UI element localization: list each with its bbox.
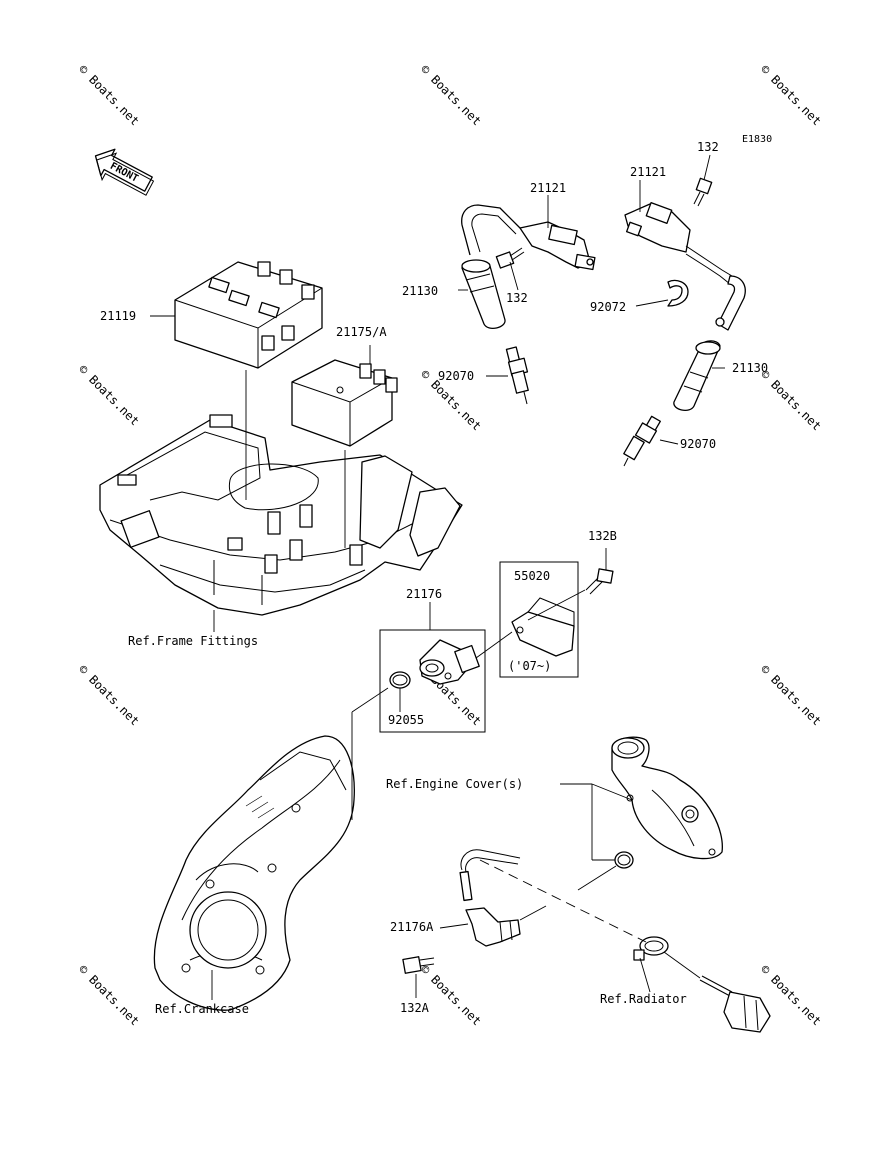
label-132B: 132B (588, 529, 617, 543)
engine-cover (611, 736, 723, 860)
diagram-code: E1830 (742, 134, 772, 145)
o-ring-cover (614, 851, 634, 869)
plug-cap-right (673, 340, 721, 412)
regulator-module (291, 359, 398, 447)
watermark: © Boats.net (76, 662, 142, 728)
ref-radiator: Ref.Radiator (600, 992, 687, 1006)
label-21121-right: 21121 (630, 165, 666, 179)
watermark: © Boats.net (76, 62, 142, 128)
radiator-connector (699, 975, 771, 1033)
front-arrow-icon: FRONT (94, 148, 155, 196)
spark-plug-left (505, 346, 529, 405)
label-21130-left: 21130 (402, 284, 438, 298)
watermark: © Boats.net (758, 662, 824, 728)
bolt-132-left (495, 247, 525, 269)
bolt-132B (585, 568, 614, 595)
label-132-left: 132 (506, 291, 528, 305)
frame-tray (99, 414, 463, 616)
clamp-92072 (667, 279, 689, 307)
spark-plug-right (623, 415, 661, 467)
watermark: © Boats.net (418, 962, 484, 1028)
label-21175A: 21175/A (336, 325, 387, 339)
label-21176A: 21176A (390, 920, 434, 934)
bracket-55020 (511, 597, 575, 657)
label-07: ('07~) (508, 659, 551, 673)
label-92070-left: 92070 (438, 369, 474, 383)
watermark: © Boats.net (76, 962, 142, 1028)
watermark-strong: © Boats.net (76, 362, 142, 428)
plug-cap-left (461, 259, 506, 330)
label-92055: 92055 (388, 713, 424, 727)
watermark: © Boats.net (758, 367, 824, 433)
label-132-right: 132 (697, 140, 719, 154)
crank-sensor-21176 (419, 639, 480, 685)
label-132A: 132A (400, 1001, 430, 1015)
o-ring-92055 (389, 671, 411, 689)
label-21119: 21119 (100, 309, 136, 323)
label-92072: 92072 (590, 300, 626, 314)
watermark: © Boats.net (758, 62, 824, 128)
ignition-coil-right (624, 202, 746, 331)
watermark: © Boats.net (76, 362, 142, 428)
label-21130-right: 21130 (732, 361, 768, 375)
ignition-coil-left (461, 204, 596, 271)
ecu-module (174, 261, 323, 369)
label-21121-left: 21121 (530, 181, 566, 195)
ref-engine-cover: Ref.Engine Cover(s) (386, 777, 523, 791)
part-labels: 21119 21175/A 21121 132 21130 92070 132 … (100, 140, 768, 1016)
label-55020: 55020 (514, 569, 550, 583)
label-92070-right: 92070 (680, 437, 716, 451)
bolt-132-right (693, 177, 713, 207)
radiator-clamp (633, 936, 669, 961)
sensor-box-21176 (379, 629, 486, 733)
ref-frame-fittings: Ref.Frame Fittings (128, 634, 258, 648)
leader-lines (150, 154, 725, 1000)
watermark: © Boats.net (418, 62, 484, 128)
crankcase (153, 735, 355, 1011)
label-21176: 21176 (406, 587, 442, 601)
ref-crankcase: Ref.Crankcase (155, 1002, 249, 1016)
bolt-132A (402, 956, 435, 974)
bracket-box-55020 (499, 561, 579, 678)
sensor-21176A (459, 849, 521, 947)
